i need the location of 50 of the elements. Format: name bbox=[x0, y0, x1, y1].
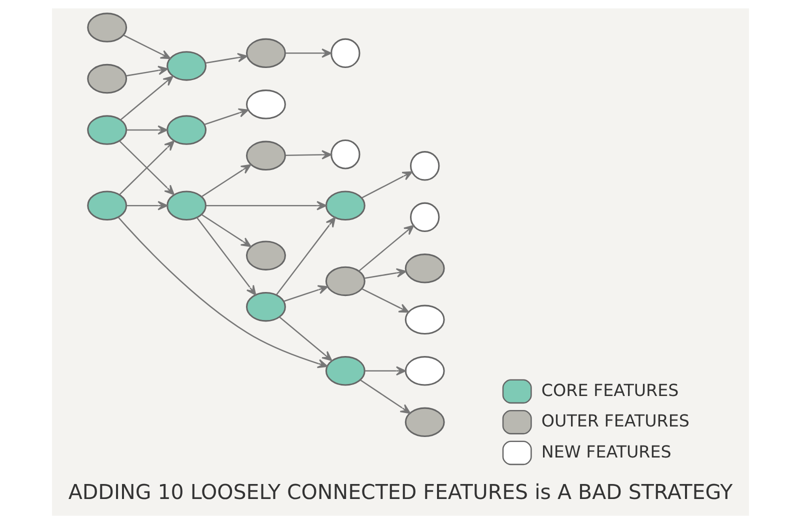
arrow bbox=[126, 66, 168, 76]
node-ellipse bbox=[245, 38, 286, 68]
caption: ADDING 10 LOOSELY CONNECTED FEATURES is A BAD STRATEGY bbox=[68, 480, 732, 504]
node-ellipse bbox=[245, 140, 286, 171]
arrow bbox=[200, 214, 251, 248]
node-ellipse bbox=[86, 190, 127, 220]
arrow bbox=[204, 108, 248, 126]
arrow bbox=[284, 150, 332, 160]
node-ellipse bbox=[245, 292, 286, 322]
node-ellipse bbox=[166, 115, 206, 145]
arrow bbox=[284, 48, 332, 58]
arrow bbox=[196, 217, 256, 296]
node-ellipse bbox=[166, 51, 206, 81]
legend-label: OUTER FEATURES bbox=[540, 412, 689, 431]
arrow bbox=[275, 216, 336, 296]
arrow bbox=[206, 200, 326, 210]
node-ellipse bbox=[86, 12, 127, 42]
node-circle bbox=[409, 151, 440, 181]
node-ellipse bbox=[324, 356, 365, 386]
arrow bbox=[358, 224, 414, 272]
node-ellipse bbox=[404, 407, 444, 438]
arrow bbox=[278, 316, 332, 362]
arrow bbox=[361, 288, 409, 313]
legend-label: NEW FEATURES bbox=[540, 442, 671, 462]
node-ellipse bbox=[404, 304, 444, 335]
node-ellipse bbox=[86, 64, 127, 94]
arrow bbox=[122, 34, 170, 60]
node-ellipse bbox=[245, 90, 286, 120]
node-ellipse bbox=[166, 190, 206, 220]
node-ellipse bbox=[86, 115, 127, 145]
arrow bbox=[364, 268, 406, 279]
node-ellipse bbox=[245, 240, 286, 270]
arrow bbox=[200, 164, 251, 198]
node-ellipse bbox=[324, 190, 365, 220]
arrow bbox=[120, 76, 173, 120]
node-circle bbox=[409, 202, 440, 232]
node-circle bbox=[330, 38, 360, 68]
arrow bbox=[364, 366, 406, 376]
arrow bbox=[205, 52, 248, 64]
node-ellipse bbox=[404, 254, 444, 284]
arrow bbox=[361, 171, 412, 198]
legend-label: CORE FEATURES bbox=[540, 380, 678, 400]
node-circle bbox=[330, 140, 360, 170]
node-ellipse bbox=[404, 356, 444, 386]
arrow bbox=[283, 285, 328, 302]
arrow bbox=[126, 200, 168, 210]
arrow bbox=[117, 216, 328, 368]
arrow bbox=[126, 125, 168, 135]
node-ellipse bbox=[324, 266, 365, 296]
arrow bbox=[360, 380, 410, 414]
